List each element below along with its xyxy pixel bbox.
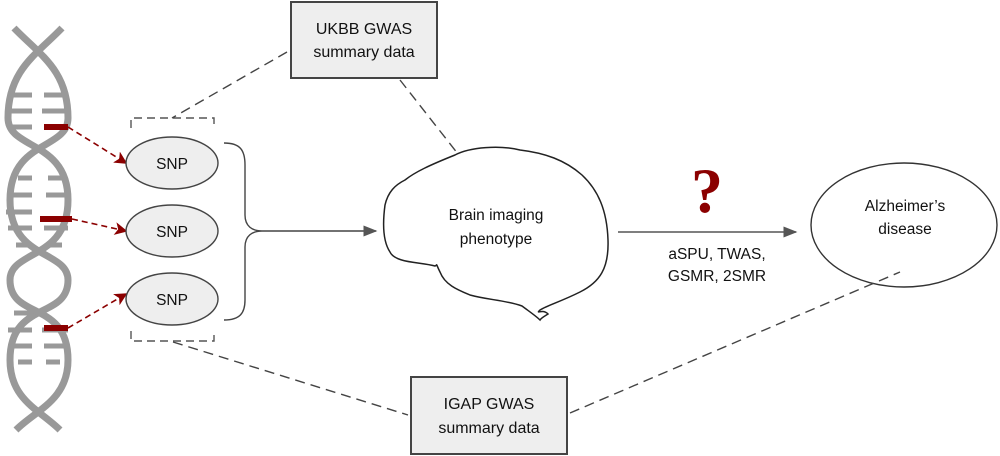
snp-variant-markers (40, 124, 72, 331)
ukbb-connectors (171, 51, 459, 155)
igap-connectors (172, 271, 901, 416)
dna-helix-icon (4, 25, 72, 433)
igap-line1: IGAP GWAS (444, 396, 535, 413)
snp-label-1: SNP (156, 156, 188, 173)
ukbb-gwas-box[interactable]: UKBB GWAS summary data (290, 1, 438, 79)
ad-line2: disease (878, 221, 931, 238)
dna-strand-b (4, 25, 72, 433)
brain-line1: Brain imaging (449, 207, 544, 224)
snp-node-2[interactable]: SNP (125, 204, 219, 258)
variant-arrows (67, 126, 128, 329)
question-mark-icon: ? (691, 155, 723, 226)
snp-nodes: SNP SNP SNP (125, 136, 219, 326)
brain-icon (382, 146, 609, 322)
snp-node-3[interactable]: SNP (125, 272, 219, 326)
dna-rungs (6, 92, 68, 365)
brain-imaging-phenotype-node[interactable]: Brain imaging phenotype (382, 146, 609, 322)
curly-brace (223, 142, 263, 321)
igap-line2: summary data (438, 420, 539, 437)
snp-label-3: SNP (156, 292, 188, 309)
ad-line1: Alzheimer’s (865, 198, 946, 215)
igap-gwas-box[interactable]: IGAP GWAS summary data (410, 376, 568, 455)
ukbb-line1: UKBB GWAS (316, 21, 412, 38)
alzheimers-disease-node[interactable]: Alzheimer’s disease (810, 162, 998, 288)
ukbb-line2: summary data (313, 44, 414, 61)
methods-line1: aSPU, TWAS, (668, 246, 765, 263)
brain-line2: phenotype (460, 231, 532, 248)
snp-group-bracket (130, 117, 215, 342)
snp-node-1[interactable]: SNP (125, 136, 219, 190)
methods-line2: GSMR, 2SMR (668, 268, 766, 285)
snp-label-2: SNP (156, 224, 188, 241)
